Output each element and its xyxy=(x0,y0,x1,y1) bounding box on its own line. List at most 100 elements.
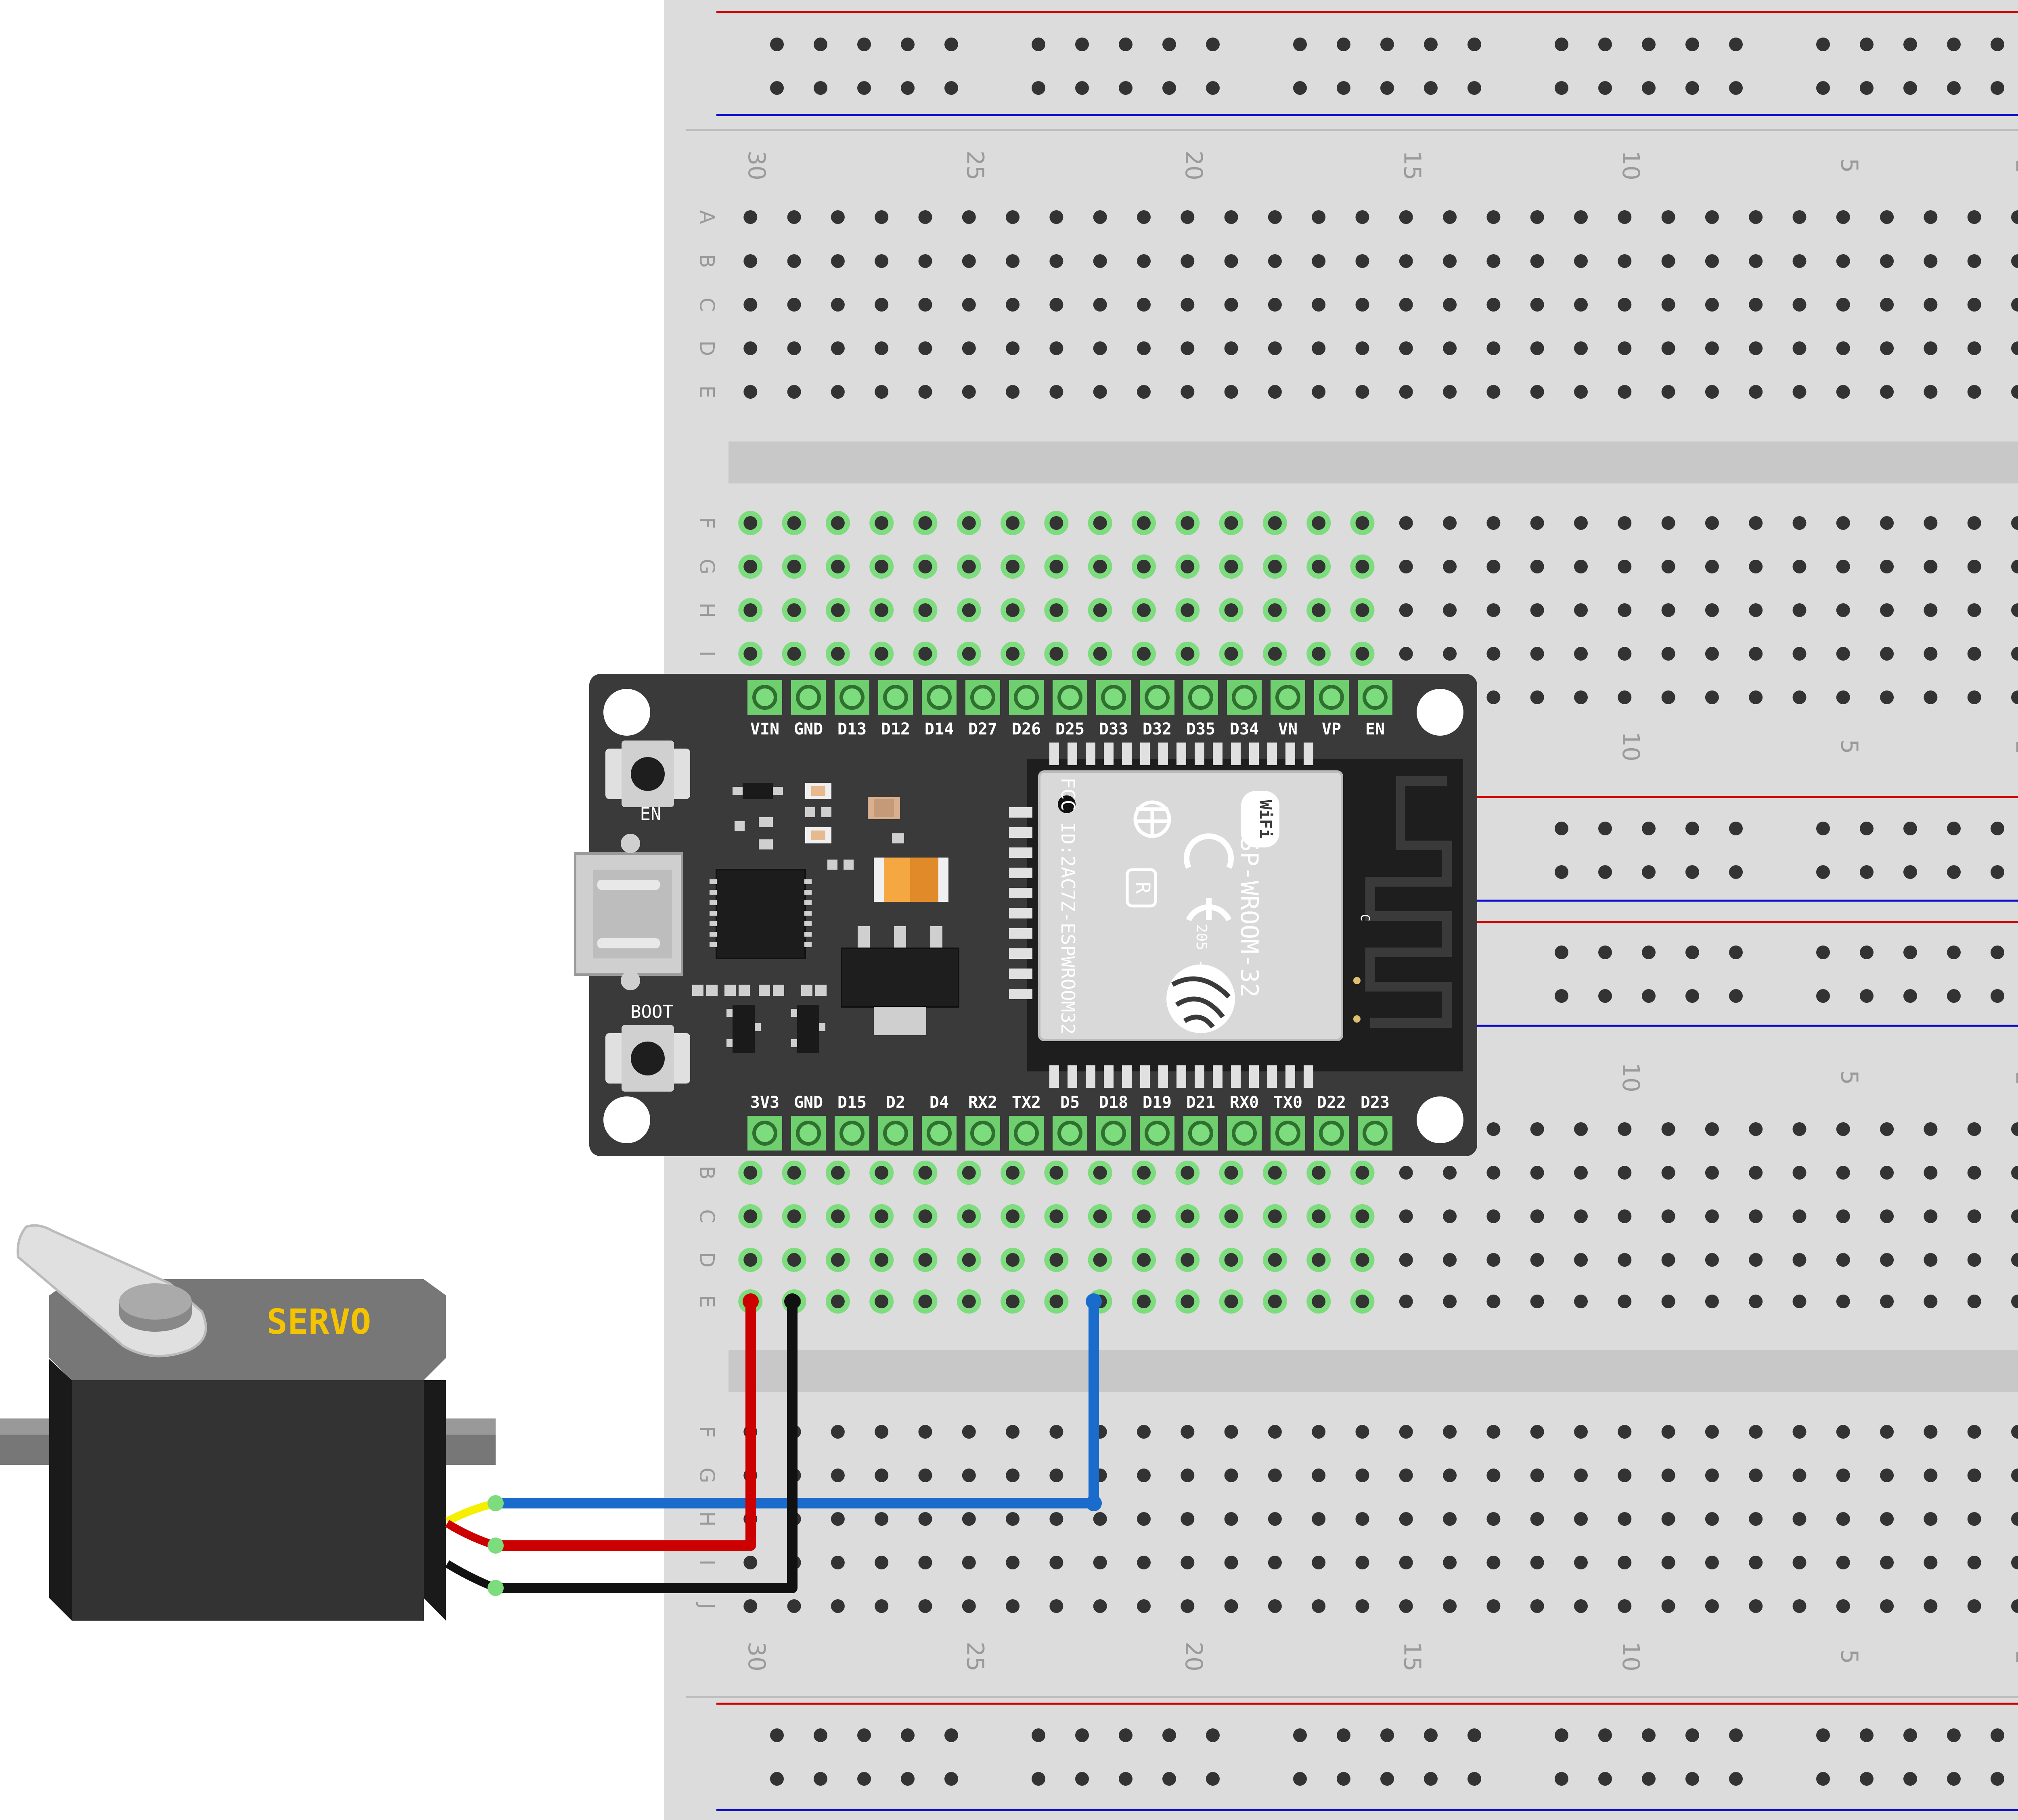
breadboard-hole xyxy=(1792,341,1807,355)
breadboard-hole xyxy=(1661,298,1675,312)
breadboard-hole xyxy=(2011,647,2018,661)
rail-hole xyxy=(901,1728,915,1742)
header-pin-center xyxy=(1148,1124,1166,1142)
column-number: 10 xyxy=(1617,151,1645,180)
breadboard-hole xyxy=(1574,385,1588,399)
connected-hole-center xyxy=(1049,1295,1063,1308)
connected-hole-center xyxy=(1006,1253,1020,1267)
boot-button[interactable] xyxy=(605,1025,690,1092)
en-button[interactable] xyxy=(605,741,690,807)
rail-hole xyxy=(1947,1728,1961,1742)
module-pad xyxy=(1009,807,1032,818)
module-pad xyxy=(1049,743,1059,765)
header-pin-center xyxy=(1105,688,1122,706)
breadboard-hole xyxy=(1924,1425,1938,1439)
breadboard-hole xyxy=(1749,603,1763,617)
connected-hole-center xyxy=(1137,647,1151,661)
smd-components xyxy=(692,783,948,1053)
connected-hole-center xyxy=(1181,1209,1195,1223)
connected-hole-center xyxy=(1093,1209,1107,1223)
breadboard-hole xyxy=(1486,1209,1501,1223)
breadboard-hole xyxy=(1399,210,1413,224)
chip-pin xyxy=(710,879,717,884)
pin-label: VP xyxy=(1322,720,1341,738)
breadboard-hole xyxy=(1224,1556,1238,1569)
rail-hole xyxy=(1075,81,1089,95)
breadboard-hole xyxy=(1705,298,1719,312)
module-pad xyxy=(1158,1065,1168,1088)
breadboard-hole xyxy=(1661,560,1675,573)
breadboard-hole xyxy=(1749,1599,1763,1613)
breadboard-hole xyxy=(1880,690,1894,704)
breadboard-hole xyxy=(1661,1253,1675,1267)
breadboard-hole xyxy=(1618,298,1632,312)
breadboard-hole xyxy=(1792,210,1807,224)
pin-label: D18 xyxy=(1099,1093,1128,1112)
column-number: 20 xyxy=(1180,151,1208,180)
servo-motor: SERVO xyxy=(0,1224,497,1621)
module-pad xyxy=(1009,847,1032,858)
breadboard-hole xyxy=(1530,1556,1544,1569)
row-letter: B xyxy=(695,1166,719,1180)
breadboard-hole xyxy=(1618,1469,1632,1482)
connected-hole-center xyxy=(1224,1253,1238,1267)
breadboard-hole xyxy=(1574,341,1588,355)
breadboard-hole xyxy=(1924,560,1938,573)
column-number: 25 xyxy=(962,1642,989,1671)
connected-hole-center xyxy=(743,1209,758,1223)
module-pad xyxy=(1009,868,1032,878)
breadboard-hole xyxy=(2011,1166,2018,1180)
rail-hole xyxy=(1075,1772,1089,1786)
connected-hole-center xyxy=(1093,603,1107,617)
connected-hole-center xyxy=(1137,1253,1151,1267)
breadboard-hole xyxy=(1836,1425,1850,1439)
breadboard-hole xyxy=(1792,1209,1807,1223)
breadboard-hole xyxy=(1443,1253,1457,1267)
rail-hole xyxy=(1162,81,1176,95)
rail-hole xyxy=(1206,81,1220,95)
connected-hole-center xyxy=(787,647,801,661)
rail-hole xyxy=(1598,989,1612,1003)
connected-hole-center xyxy=(875,516,889,530)
rail-hole xyxy=(1424,81,1438,95)
connected-hole-center xyxy=(1049,516,1063,530)
rail-hole xyxy=(1729,989,1743,1003)
breadboard-hole xyxy=(1967,1166,1981,1180)
breadboard-hole xyxy=(1049,298,1063,312)
breadboard-hole xyxy=(1880,341,1894,355)
breadboard-hole xyxy=(1574,1599,1588,1613)
rail-hole xyxy=(1991,1772,2004,1786)
breadboard-hole xyxy=(1530,1512,1544,1526)
rail-hole xyxy=(1555,38,1568,51)
module-pad xyxy=(1213,743,1223,765)
rail-hole xyxy=(1598,38,1612,51)
breadboard-hole xyxy=(1924,1512,1938,1526)
rail-hole xyxy=(1685,1728,1699,1742)
breadboard-hole xyxy=(962,298,976,312)
breadboard-hole xyxy=(1705,1556,1719,1569)
breadboard-hole xyxy=(1705,690,1719,704)
breadboard-hole xyxy=(1792,603,1807,617)
breadboard-hole xyxy=(1268,1425,1282,1439)
micro-usb-port[interactable] xyxy=(574,834,683,990)
breadboard-hole xyxy=(743,341,758,355)
breadboard-hole xyxy=(1443,1469,1457,1482)
breadboard-hole xyxy=(1924,1122,1938,1136)
connected-hole-center xyxy=(875,647,889,661)
rail-hole xyxy=(1991,822,2004,835)
breadboard-hole xyxy=(1399,1209,1413,1223)
breadboard-hole xyxy=(831,385,845,399)
rail-hole xyxy=(1729,1772,1743,1786)
connected-hole-center xyxy=(1181,603,1195,617)
breadboard-hole xyxy=(1268,1556,1282,1569)
rail-hole xyxy=(1947,1772,1961,1786)
breadboard-hole xyxy=(1836,603,1850,617)
breadboard-hole xyxy=(1093,1556,1107,1569)
breadboard-hole xyxy=(1137,254,1151,268)
rail-hole xyxy=(1860,1772,1874,1786)
breadboard-hole xyxy=(2011,1512,2018,1526)
rail-hole xyxy=(1337,81,1350,95)
rail-hole xyxy=(1119,1728,1133,1742)
breadboard-hole xyxy=(1792,1425,1807,1439)
breadboard-hole xyxy=(1967,1209,1981,1223)
